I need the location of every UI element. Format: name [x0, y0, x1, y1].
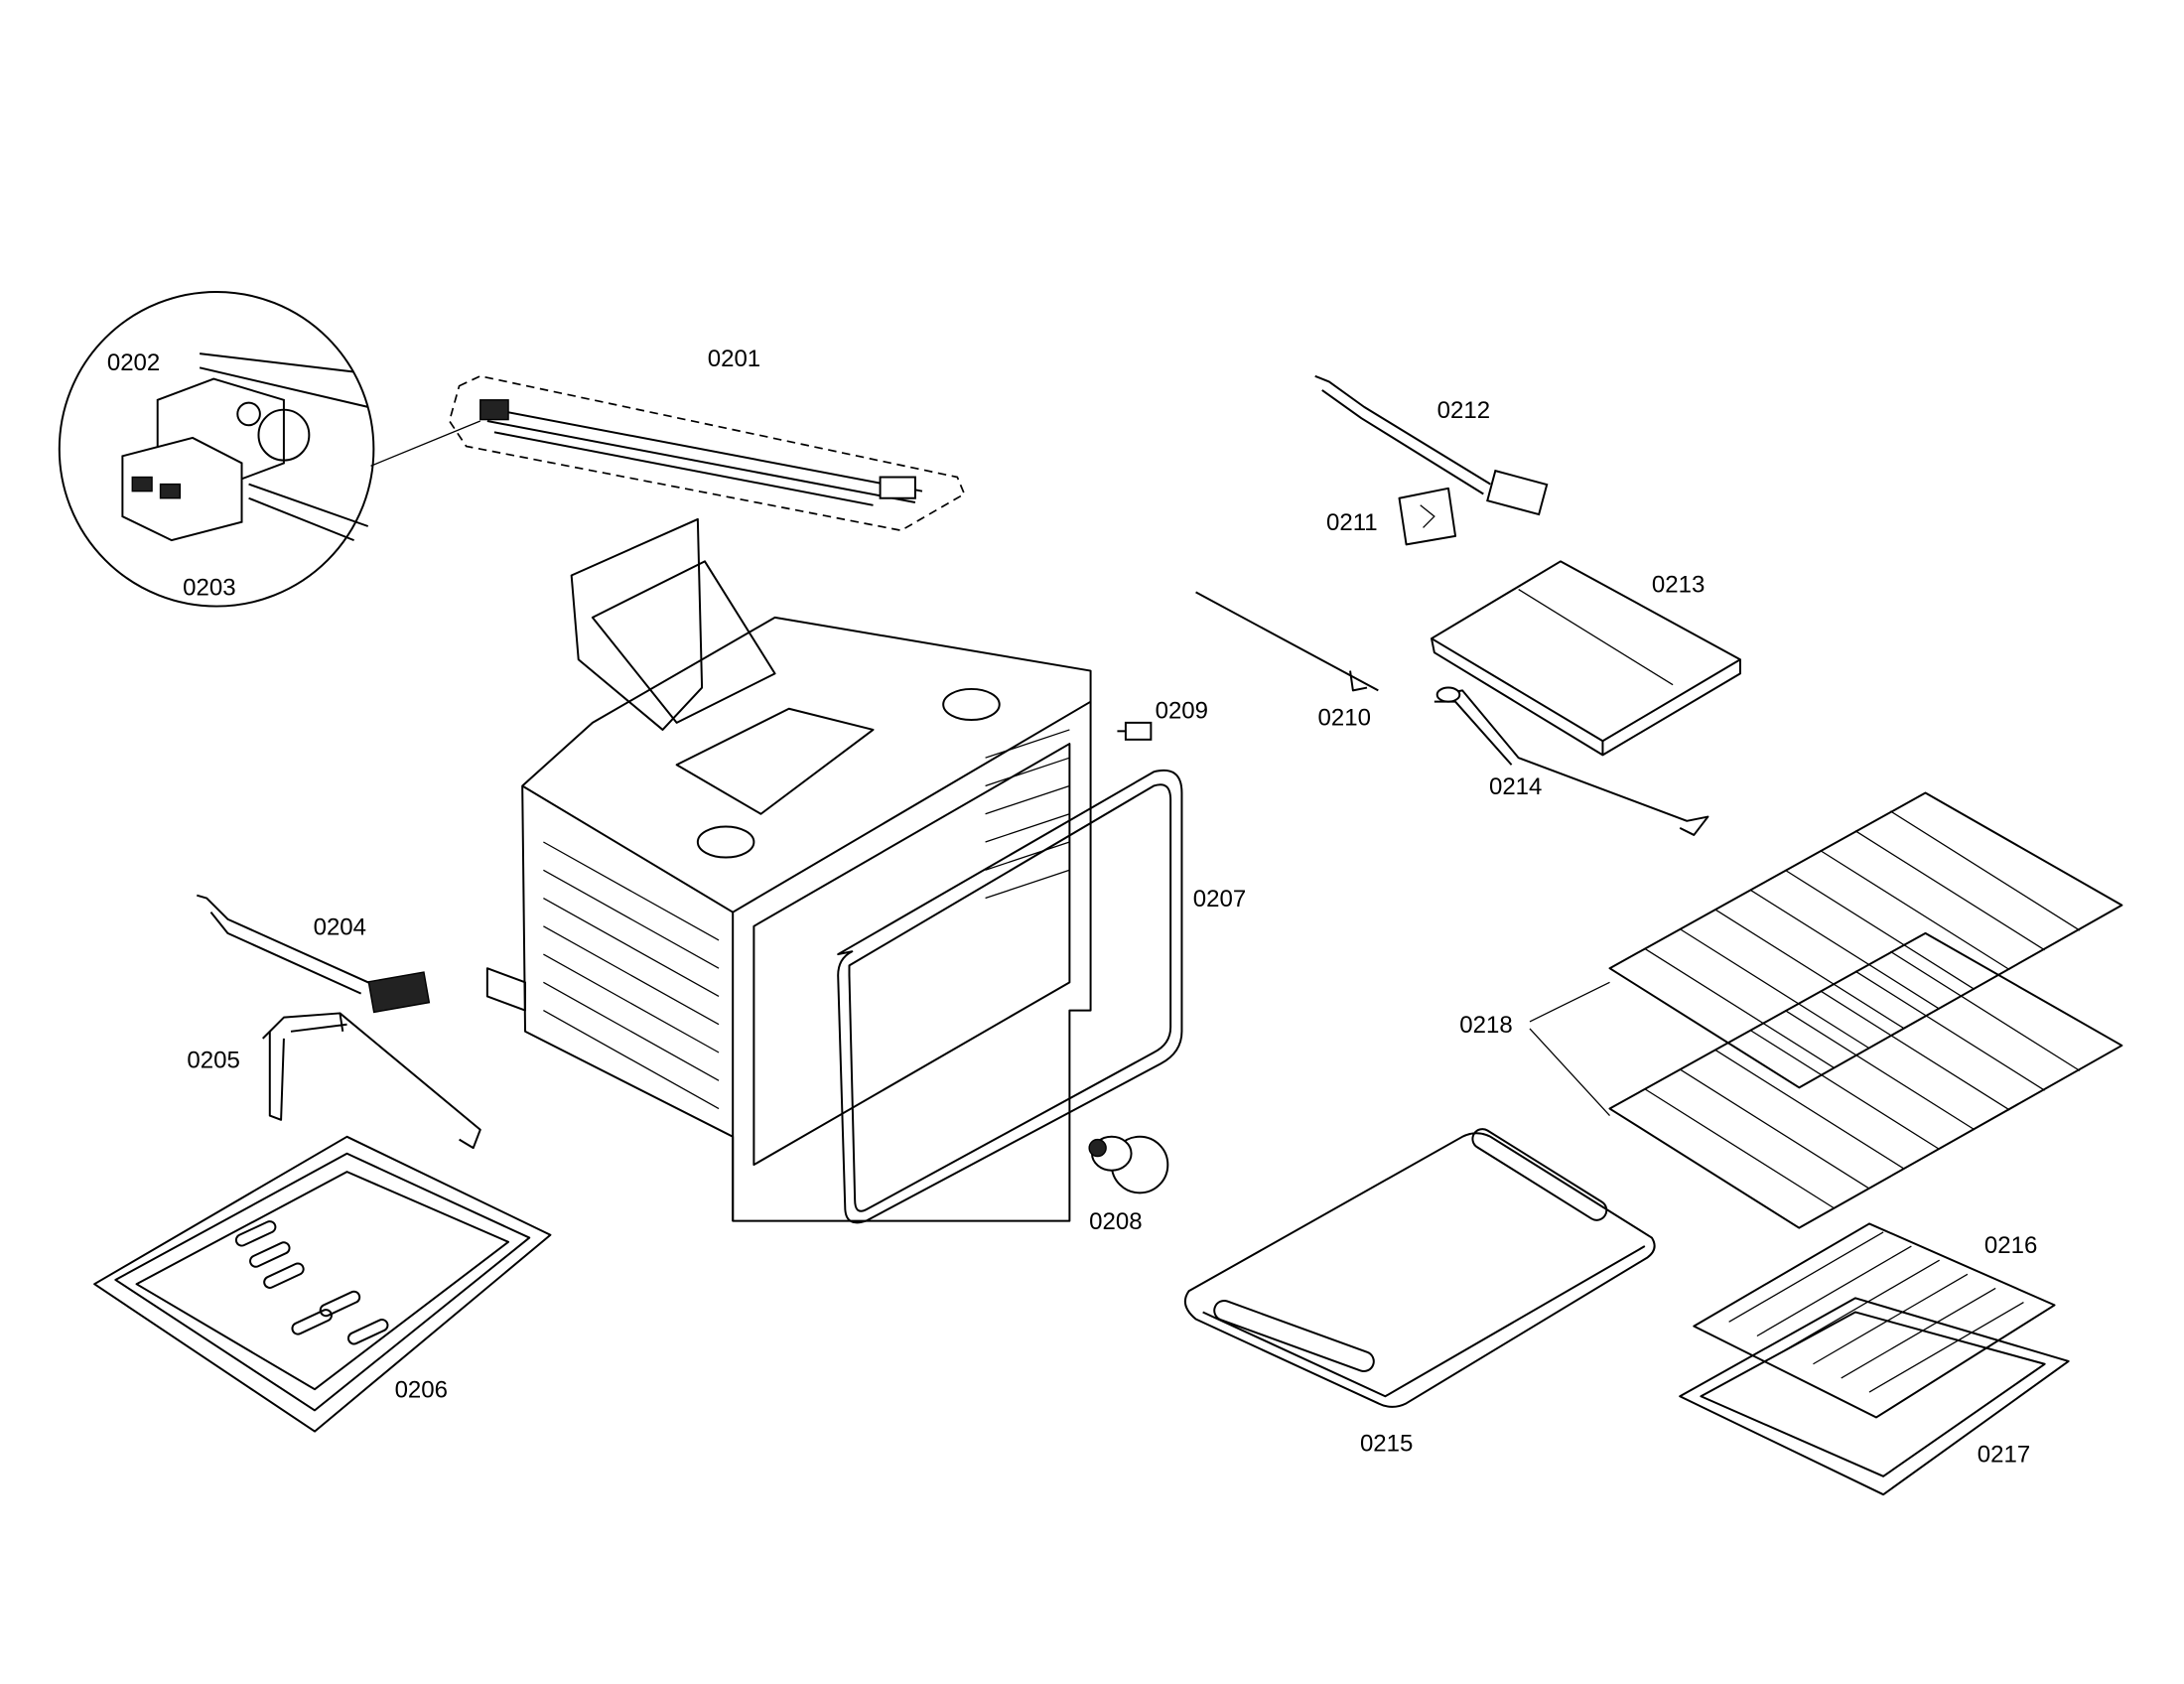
part-labels: 0201 0202 0203 0204 0205 0206 0207 0208 …: [107, 346, 2037, 1469]
label-0212[interactable]: 0212: [1437, 397, 1490, 424]
label-0204[interactable]: 0204: [314, 913, 366, 940]
part-0211-plate[interactable]: [1398, 487, 1457, 546]
part-0217-broil-pan[interactable]: [1679, 1297, 2070, 1496]
label-0209[interactable]: 0209: [1156, 698, 1208, 725]
label-0205[interactable]: 0205: [187, 1048, 239, 1074]
detail-magnifier-0202-0203: [58, 290, 481, 608]
label-0202[interactable]: 0202: [107, 350, 160, 376]
label-0217[interactable]: 0217: [1978, 1442, 2030, 1469]
part-0208-lamp[interactable]: [1088, 1135, 1169, 1194]
label-0208[interactable]: 0208: [1089, 1208, 1142, 1235]
part-0206-broil-pan[interactable]: [93, 1135, 552, 1433]
label-0203[interactable]: 0203: [183, 574, 235, 601]
part-0212-wire-harness[interactable]: [1314, 374, 1549, 516]
label-0210[interactable]: 0210: [1318, 705, 1371, 732]
part-0207-door-gasket[interactable]: [837, 770, 1183, 1224]
part-0201-bar-assembly[interactable]: [448, 374, 966, 532]
part-0204-wire-harness[interactable]: [197, 894, 431, 1014]
label-0211[interactable]: 0211: [1326, 509, 1378, 536]
part-0205-bracket-tube[interactable]: [262, 1012, 481, 1150]
label-0207[interactable]: 0207: [1193, 886, 1246, 912]
label-0215[interactable]: 0215: [1360, 1430, 1413, 1457]
label-0206[interactable]: 0206: [395, 1377, 448, 1404]
part-0215-tray[interactable]: [1183, 1125, 1656, 1408]
part-oven-cavity[interactable]: [485, 517, 1092, 1222]
part-0210-probe[interactable]: [1195, 591, 1379, 692]
oven-rack-supports: [543, 729, 1070, 1110]
part-0218-oven-racks[interactable]: [1529, 791, 2123, 1229]
label-0218[interactable]: 0218: [1459, 1012, 1512, 1039]
label-0214[interactable]: 0214: [1489, 773, 1542, 800]
part-0209-sensor[interactable]: [1117, 721, 1153, 741]
pan-slots: [234, 1220, 389, 1345]
part-0213-heat-shield[interactable]: [1431, 560, 1741, 757]
part-0216-broil-grid[interactable]: [1693, 1222, 2056, 1419]
label-0216[interactable]: 0216: [1984, 1232, 2037, 1259]
label-0213[interactable]: 0213: [1652, 571, 1705, 598]
label-0201[interactable]: 0201: [708, 346, 760, 372]
rack-wires: [1644, 810, 2081, 1209]
part-0214-igniter-rod[interactable]: [1433, 686, 1709, 836]
